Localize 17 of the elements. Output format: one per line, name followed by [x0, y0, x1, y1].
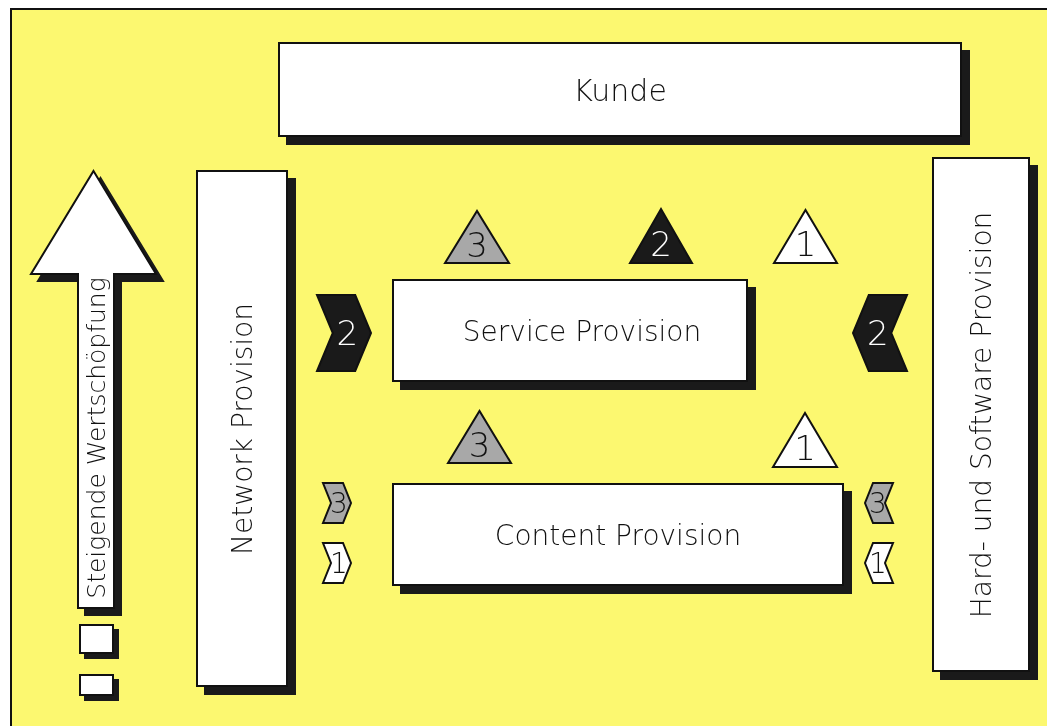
number-label: 3	[468, 424, 491, 465]
box-label: Steigende Wertschöpfung	[81, 277, 111, 599]
number-label: 2	[336, 313, 359, 353]
box-label: Content Provision	[494, 518, 742, 551]
number-label: 2	[866, 313, 889, 353]
number-label: 3	[329, 486, 348, 520]
box-label: Network Provision	[225, 302, 259, 555]
box-label: Service Provision	[462, 314, 702, 347]
number-label: 1	[794, 224, 817, 265]
number-label: 3	[868, 486, 887, 520]
box-label: Hard- und Software Provision	[964, 211, 998, 618]
number-label: 1	[329, 546, 348, 580]
number-label: 1	[794, 427, 816, 468]
number-label: 1	[868, 546, 887, 580]
number-label: 2	[650, 223, 672, 264]
box-label: Kunde	[573, 72, 667, 107]
number-label: 3	[466, 224, 488, 265]
